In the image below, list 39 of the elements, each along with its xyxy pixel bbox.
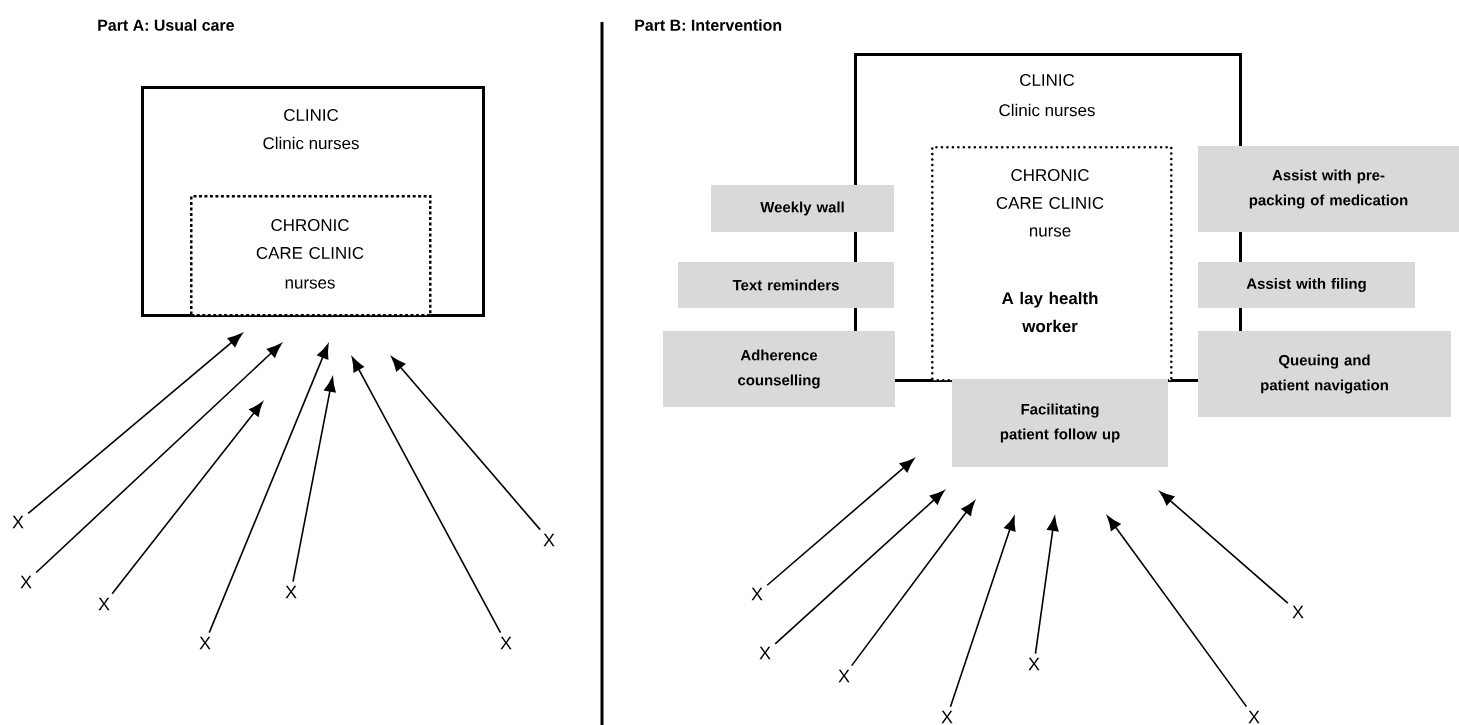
activity-box: Facilitating patient follow up bbox=[952, 379, 1168, 467]
x-mark: X bbox=[285, 585, 297, 599]
x-mark: X bbox=[751, 587, 763, 601]
activity-box: Text reminders bbox=[678, 262, 894, 308]
x-mark: X bbox=[500, 636, 512, 650]
x-mark: X bbox=[1028, 657, 1040, 671]
activity-box: Assist with pre-packing of medication bbox=[1198, 146, 1459, 232]
x-mark: X bbox=[1248, 710, 1260, 724]
arrow bbox=[292, 377, 336, 583]
arrow bbox=[391, 356, 541, 531]
x-mark: X bbox=[12, 515, 24, 529]
x-mark: X bbox=[199, 636, 211, 650]
activity-box: Queuing and patient navigation bbox=[1198, 331, 1451, 417]
arrow bbox=[27, 333, 243, 515]
x-mark: X bbox=[98, 597, 110, 611]
x-mark: X bbox=[941, 710, 953, 724]
arrow bbox=[1034, 516, 1059, 655]
arrow bbox=[766, 458, 915, 587]
arrow bbox=[35, 343, 282, 574]
activity-box: Adherence counselling bbox=[663, 331, 895, 407]
chronic-care-box: CHRONIC CARE CLINIC nurses bbox=[190, 195, 432, 317]
arrow bbox=[351, 357, 502, 634]
panel-heading: Part B: Intervention bbox=[635, 19, 782, 31]
activity-box: Assist with filing bbox=[1198, 262, 1415, 308]
arrow bbox=[850, 500, 975, 667]
panel-heading: Part A: Usual care bbox=[98, 19, 234, 31]
arrow bbox=[111, 401, 263, 595]
x-mark: X bbox=[1292, 605, 1304, 619]
x-mark: X bbox=[20, 575, 32, 589]
x-mark: X bbox=[759, 646, 771, 660]
arrow bbox=[774, 490, 945, 645]
arrow bbox=[949, 516, 1016, 708]
activity-box: Weekly wall bbox=[711, 185, 894, 232]
chronic-care-box: CHRONIC CARE CLINIC nurse A lay health worker bbox=[931, 146, 1173, 382]
arrow bbox=[208, 344, 329, 634]
arrow bbox=[1107, 515, 1248, 708]
x-mark: X bbox=[543, 533, 555, 547]
arrow bbox=[1159, 491, 1289, 604]
x-mark: X bbox=[838, 669, 850, 683]
